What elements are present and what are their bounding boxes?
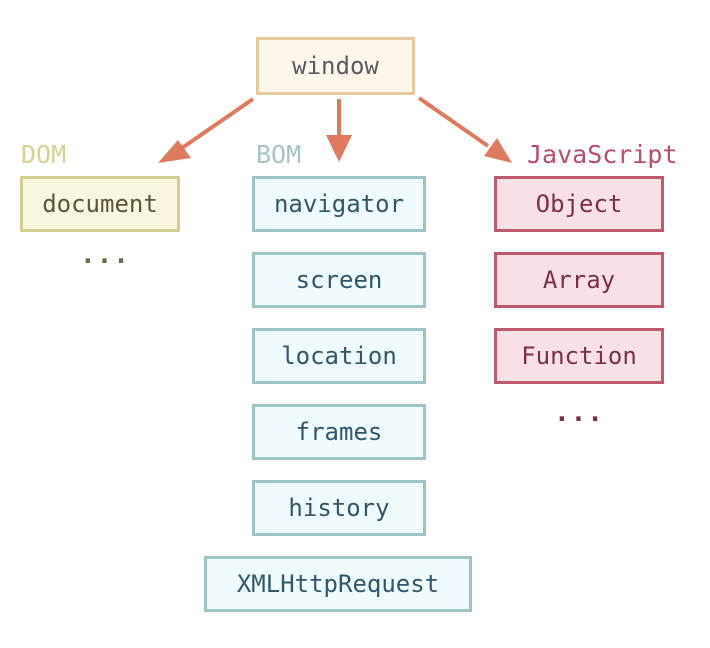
bom-node-navigator: navigator (252, 176, 426, 232)
bom-node-label: screen (295, 266, 383, 294)
javascript-node-label: Object (535, 190, 623, 218)
arrow-window-to-javascript (417, 96, 490, 148)
dom-node-document: document (20, 176, 180, 232)
bom-node-label: location (281, 342, 397, 370)
javascript-more-ellipsis: ... (554, 398, 604, 428)
javascript-node-label: Array (542, 266, 616, 294)
bom-node-label: navigator (273, 190, 405, 218)
bom-group-title: BOM (256, 140, 302, 169)
bom-node-screen: screen (252, 252, 426, 308)
arrowhead-dom (158, 140, 191, 163)
bom-node-location: location (252, 328, 426, 384)
javascript-node-object: Object (494, 176, 664, 232)
bom-node-label: XMLHttpRequest (236, 570, 440, 598)
bom-node-xmlhttprequest: XMLHttpRequest (204, 556, 472, 612)
bom-node-label: history (288, 494, 390, 522)
arrowhead-javascript (484, 138, 512, 163)
javascript-node-array: Array (494, 252, 664, 308)
window-node: window (256, 37, 415, 95)
javascript-node-function: Function (494, 328, 664, 384)
javascript-group-title: JavaScript (527, 140, 678, 169)
bom-node-frames: frames (252, 404, 426, 460)
arrowhead-bom (326, 135, 352, 162)
window-label: window (292, 52, 379, 80)
bom-node-history: history (252, 480, 426, 536)
dom-group-title: DOM (21, 140, 67, 169)
dom-more-ellipsis: ... (80, 240, 130, 270)
arrow-window-to-dom (180, 97, 255, 150)
bom-node-label: frames (295, 418, 383, 446)
dom-node-label: document (42, 190, 158, 218)
javascript-node-label: Function (521, 342, 637, 370)
